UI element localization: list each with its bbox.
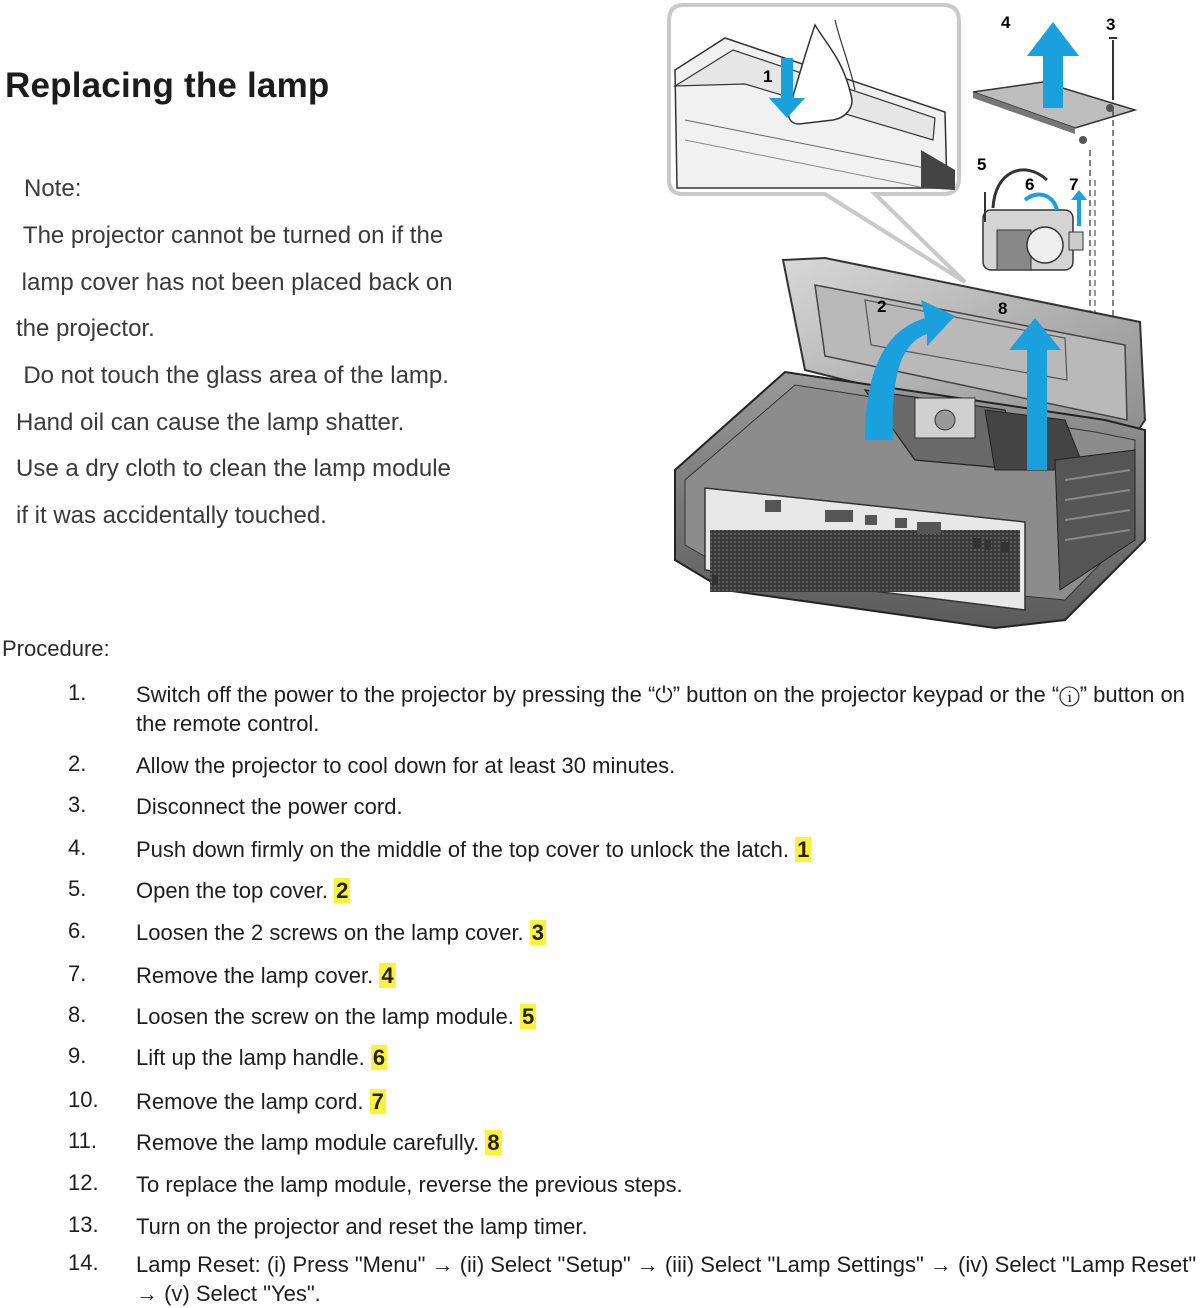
inset-detail [667,3,967,284]
step-ref-badge: 4 [379,963,396,988]
step-number: 1. [68,680,87,705]
page-title: Replacing the lamp [5,66,330,105]
step-ref-badge: 8 [485,1130,502,1155]
note-line: lamp cover has not been placed back on [15,269,453,296]
callout-4: 4 [1001,13,1011,32]
step-text: Push down firmly on the middle of the to… [136,837,812,862]
callout-7: 7 [1069,175,1078,194]
step-number: 11. [68,1128,97,1153]
step-ref-badge: 5 [520,1004,537,1029]
step-text: Open the top cover. 2 [136,878,351,903]
step-number: 13. [68,1212,99,1237]
note-line: Do not touch the glass area of the lamp. [10,362,449,389]
step-text: Remove the lamp module carefully. 8 [136,1130,502,1155]
step-text: Lamp Reset: (i) Press "Menu" → (ii) Sele… [136,1252,1197,1306]
step-ref-badge: 6 [370,1045,388,1070]
note-line: The projector cannot be turned on if the [10,222,444,249]
callout-3: 3 [1106,15,1115,34]
step-text: Remove the lamp cover. 4 [136,963,396,988]
step-number: 6. [68,918,87,943]
note-line: the projector. [16,315,155,342]
step-ref-badge: 3 [529,920,547,945]
step-number: 3. [68,792,87,817]
step-text: Switch off the power to the projector by… [136,682,1185,736]
step-text: To replace the lamp module, reverse the … [136,1172,683,1197]
projector-lamp-diagram: 1 2 3 4 5 6 7 8 [667,3,1147,630]
step-text: Disconnect the power cord. [136,794,403,819]
note-line: if it was accidentally touched. [16,502,327,529]
callout-2: 2 [877,297,886,316]
step-number: 8. [68,1002,87,1027]
callout-5: 5 [977,155,986,174]
step-number: 2. [68,751,87,776]
note-line: Hand oil can cause the lamp shatter. [16,409,405,436]
procedure-label: Procedure: [2,636,110,661]
step-text: Remove the lamp cord. 7 [136,1089,386,1114]
step-ref-badge: 7 [369,1089,386,1114]
step-text: Lift up the lamp handle. 6 [136,1045,388,1070]
step-number: 7. [68,961,87,986]
step-ref-badge: 2 [334,878,351,903]
step-text: Loosen the screw on the lamp module. 5 [136,1004,537,1029]
step-text: Allow the projector to cool down for at … [136,753,676,778]
step-number: 4. [68,835,87,860]
lamp-module [982,168,1087,271]
step-ref-badge: 1 [795,837,812,862]
step-text: Loosen the 2 screws on the lamp cover. 3 [136,920,547,945]
note-line: Use a dry cloth to clean the lamp module [16,455,451,482]
step-number: 9. [68,1043,87,1068]
callout-1: 1 [763,67,772,86]
step-text: Turn on the projector and reset the lamp… [136,1214,588,1239]
step-number: 5. [68,876,87,901]
projector-body [674,256,1147,630]
callout-6: 6 [1025,175,1034,194]
step-number: 12. [68,1170,99,1195]
step-number: 10. [68,1087,99,1112]
note-heading: Note: [24,175,82,202]
callout-8: 8 [998,299,1007,318]
step-number: 14. [68,1250,99,1275]
